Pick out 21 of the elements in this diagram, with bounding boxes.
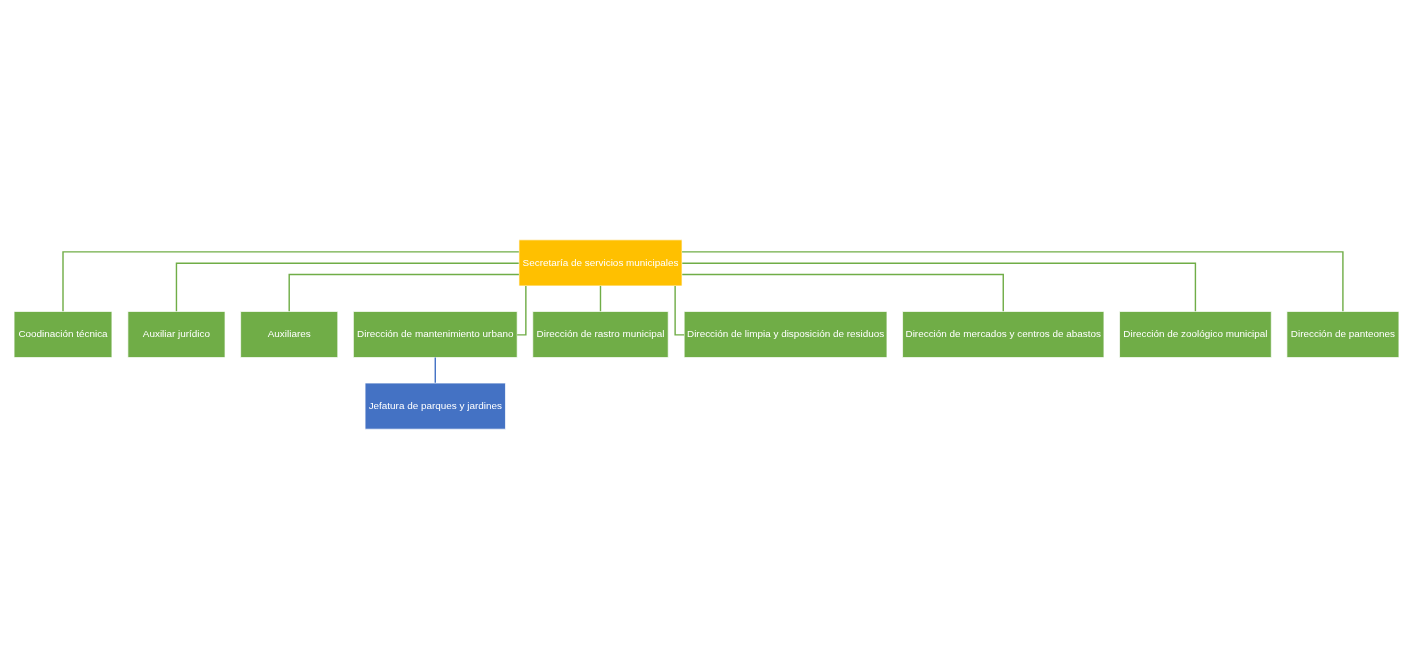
node-box: Dirección de mantenimiento urbano	[353, 310, 518, 358]
node-box: Dirección de limpia y disposición de residuos	[683, 310, 888, 358]
connector	[681, 273, 1004, 312]
node-box: Dirección de rastro municipal	[532, 310, 669, 358]
connector	[599, 284, 602, 312]
connector	[674, 284, 685, 336]
connector	[681, 250, 1344, 312]
connector	[62, 250, 520, 312]
node-box: Dirección de mercados y centros de abastos	[902, 310, 1105, 358]
connector	[288, 273, 520, 312]
node-box: Coodinación técnica	[13, 310, 113, 358]
node-box: Secretaría de servicios municipales	[518, 239, 683, 286]
connector	[516, 284, 527, 336]
connector	[681, 262, 1197, 312]
node-box: Auxiliares	[240, 310, 339, 358]
node-box: Dirección de panteones	[1286, 310, 1400, 358]
connector	[434, 356, 436, 384]
node-box: Jefatura de parques y jardines	[364, 382, 506, 429]
node-box: Auxiliar jurídico	[127, 310, 226, 358]
node-box: Dirección de zoológico municipal	[1119, 310, 1272, 358]
connector	[175, 262, 520, 312]
